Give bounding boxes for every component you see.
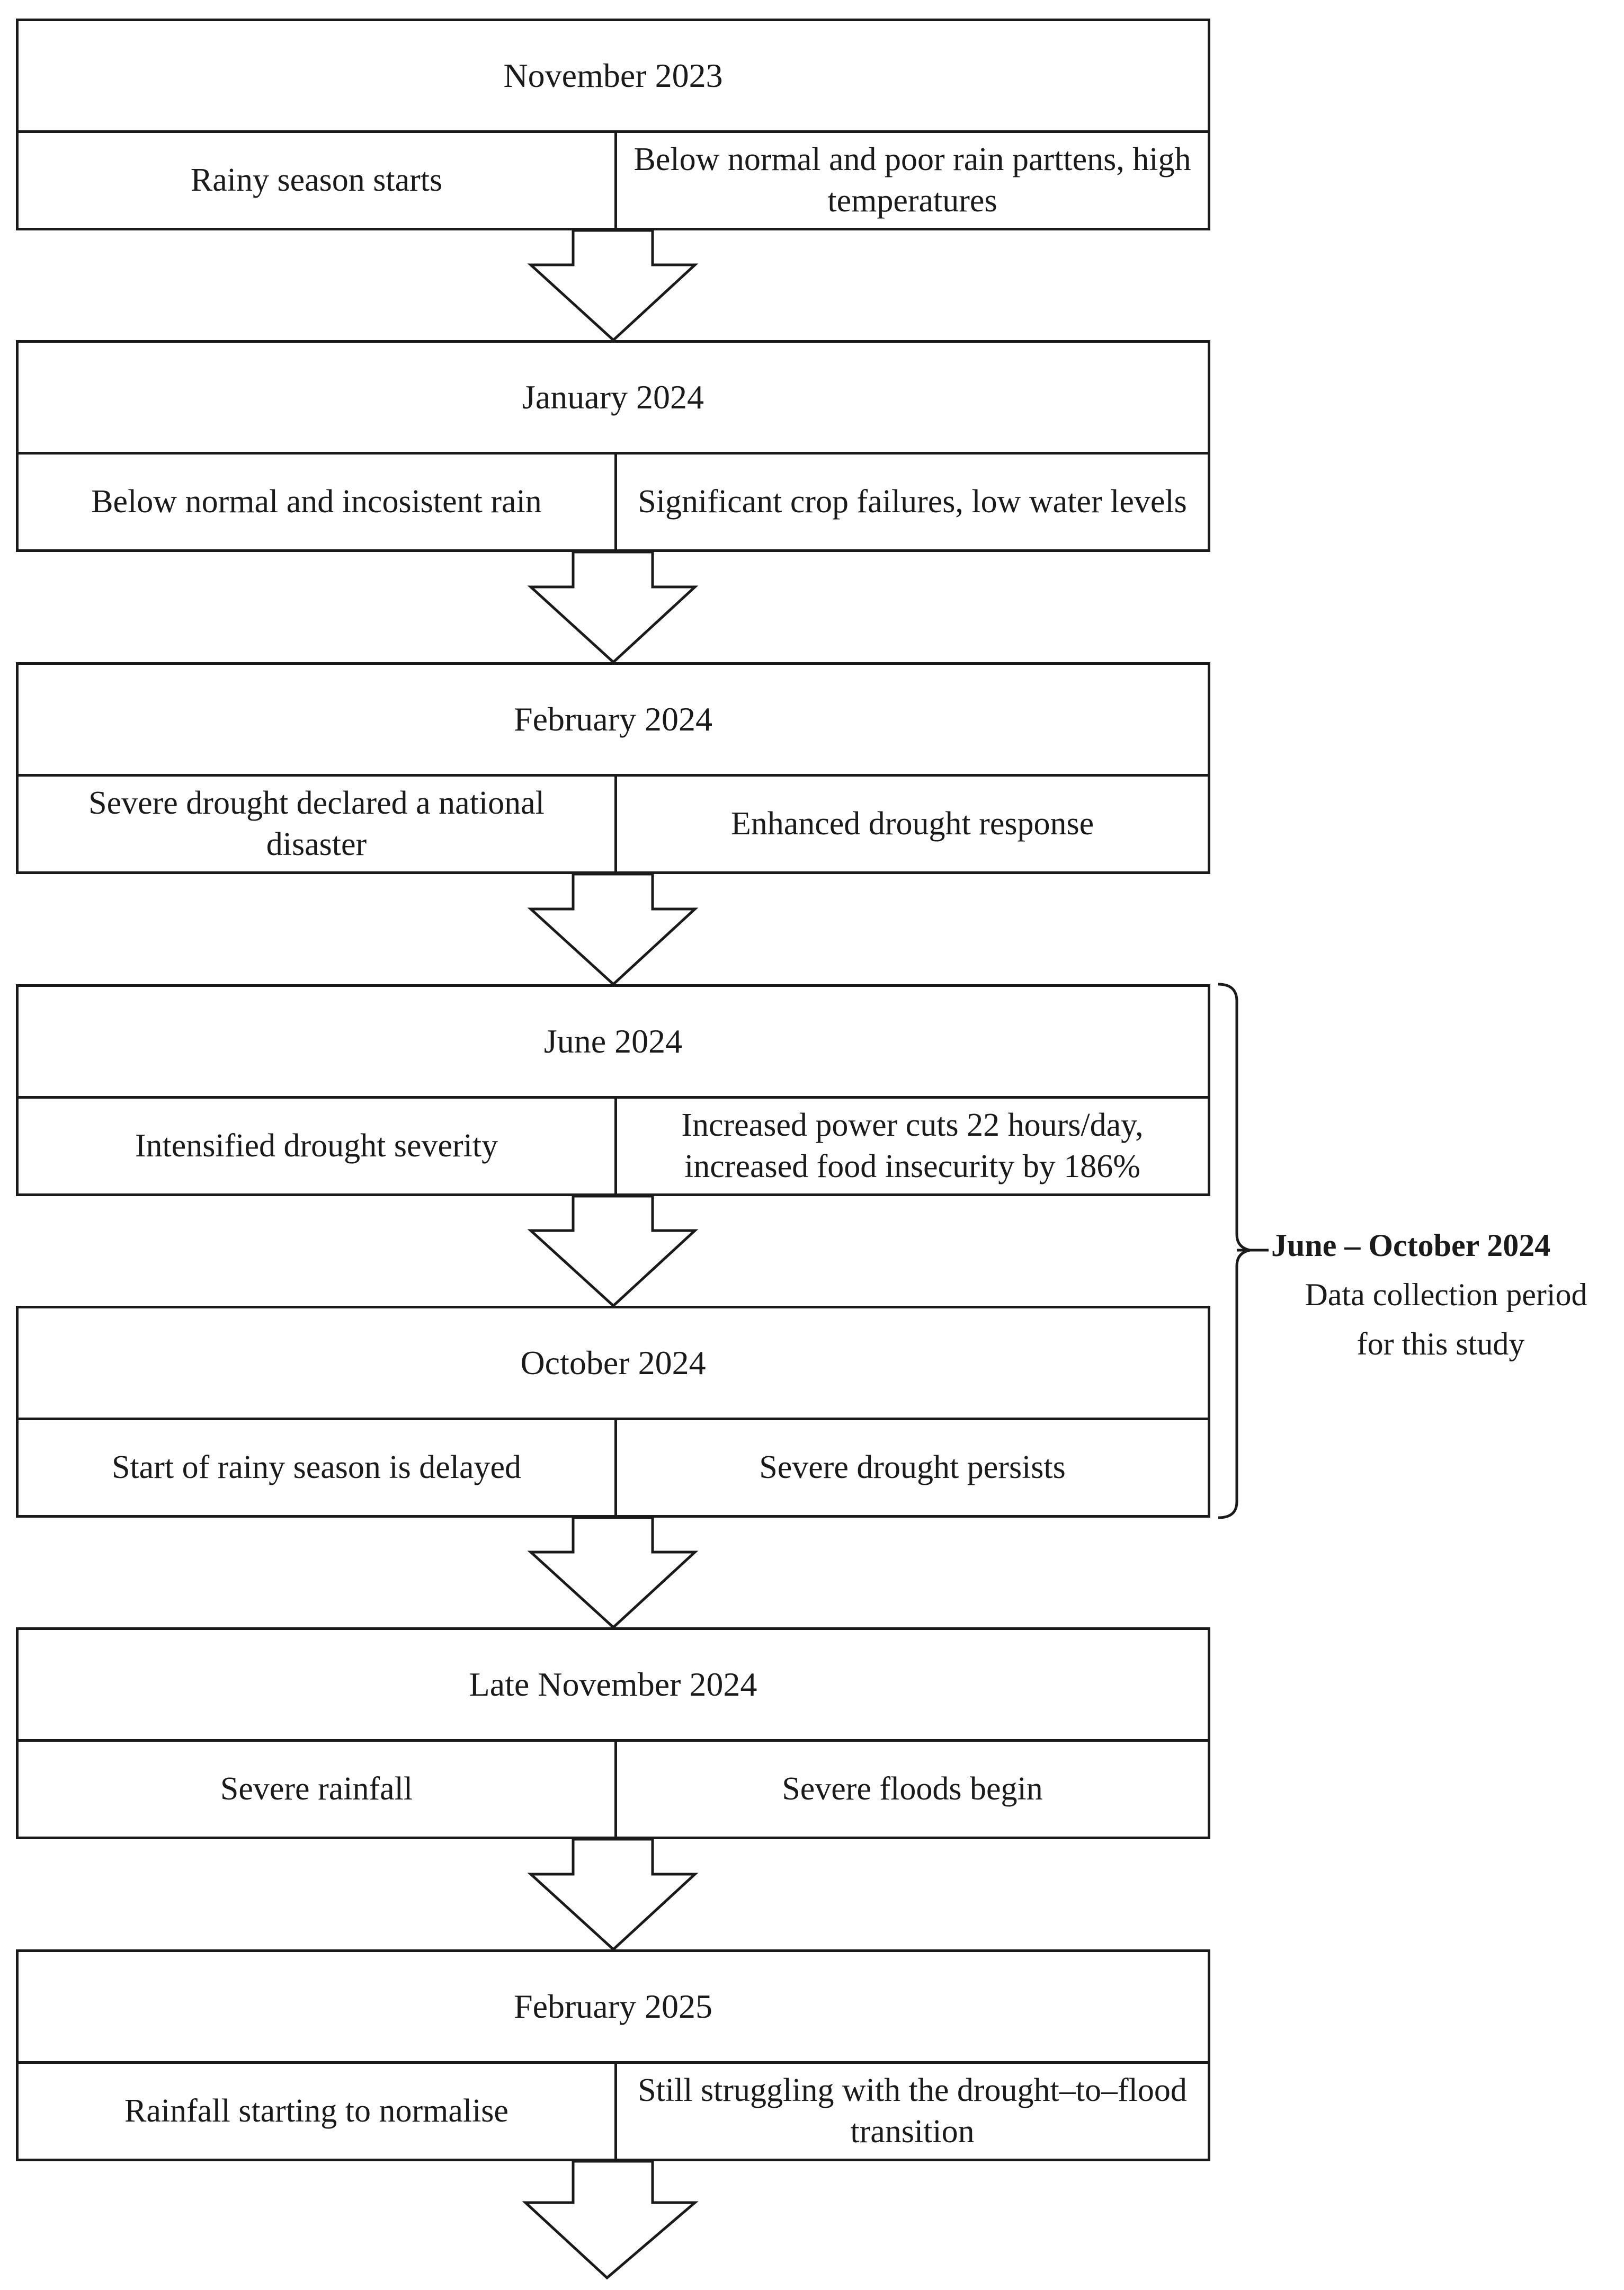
stage-right-cell: Significant crop failures, low water lev… xyxy=(638,483,1187,520)
stage-box-jan-2024: January 2024 Below normal and incosisten… xyxy=(16,340,1210,552)
stage-title: February 2024 xyxy=(19,665,1208,777)
stage-left-cell: Start of rainy season is delayed xyxy=(19,1420,617,1515)
stage-box-late-nov-2024: Late November 2024 Severe rainfall Sever… xyxy=(16,1627,1210,1839)
stage-title: January 2024 xyxy=(19,343,1208,455)
down-arrow-icon xyxy=(527,550,699,664)
stage-title: October 2024 xyxy=(19,1308,1208,1420)
stage-box-oct-2024: October 2024 Start of rainy season is de… xyxy=(16,1306,1210,1518)
stage-title: June 2024 xyxy=(19,987,1208,1099)
data-collection-note: June – October 2024 Data collection peri… xyxy=(1271,1221,1610,1369)
stage-left-cell: Rainfall starting to normalise xyxy=(19,2064,617,2159)
bracket-line-1: Data collection period xyxy=(1305,1277,1587,1312)
stage-right-cell: Severe drought persists xyxy=(759,1449,1066,1485)
stage-box-nov-2023: November 2023 Rainy season starts Below … xyxy=(16,19,1210,230)
stage-right-cell: Severe floods begin xyxy=(782,1770,1043,1807)
stage-left-cell: Severe rainfall xyxy=(19,1742,617,1837)
down-arrow-icon xyxy=(527,1838,699,1952)
down-arrow-icon xyxy=(527,872,699,986)
period-bracket xyxy=(1218,983,1251,1519)
stage-left-cell: Intensified drought severity xyxy=(19,1099,617,1193)
bracket-heading: June – October 2024 xyxy=(1271,1228,1551,1263)
stage-title: February 2025 xyxy=(19,1952,1208,2064)
down-arrow-icon xyxy=(527,1516,699,1629)
bracket-line-2: for this study xyxy=(1357,1326,1525,1361)
stage-left-cell: Rainy season starts xyxy=(19,133,617,228)
down-arrow-icon xyxy=(527,1195,699,1308)
down-arrow-icon xyxy=(522,2160,699,2280)
stage-left-cell: Below normal and incosistent rain xyxy=(19,455,617,549)
stage-box-feb-2024: February 2024 Severe drought declared a … xyxy=(16,662,1210,874)
stage-right-cell: Enhanced drought response xyxy=(730,805,1094,842)
stage-right-cell: Below normal and poor rain parttens, hig… xyxy=(633,141,1191,219)
stage-right-cell: Still struggling with the drought–to–flo… xyxy=(638,2072,1187,2150)
stage-title: Late November 2024 xyxy=(19,1630,1208,1742)
stage-right-cell: Increased power cuts 22 hours/day, incre… xyxy=(681,1107,1144,1184)
stage-title: November 2023 xyxy=(19,21,1208,133)
stage-box-feb-2025: February 2025 Rainfall starting to norma… xyxy=(16,1949,1210,2161)
stage-left-cell: Severe drought declared a national disas… xyxy=(19,777,617,871)
stage-box-jun-2024: June 2024 Intensified drought severity I… xyxy=(16,984,1210,1196)
down-arrow-icon xyxy=(527,229,699,342)
